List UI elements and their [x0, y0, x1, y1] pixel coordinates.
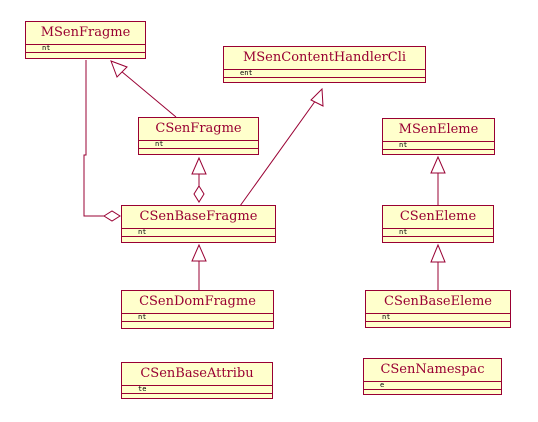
inheritance-arrowhead-handler	[310, 87, 324, 107]
class-csenbaseelem[interactable]: CSenBaseEleme nt	[365, 290, 511, 328]
class-name: CSenEleme	[383, 206, 493, 229]
class-name: CSenNamespac	[364, 359, 501, 382]
inheritance-arrowhead-msenfragme	[110, 60, 128, 78]
class-csenbasefragme[interactable]: CSenBaseFragme nt	[121, 205, 276, 243]
aggregation-diamond-center	[193, 185, 205, 203]
class-name: CSenBaseAttribu	[122, 363, 272, 386]
aggregation-msenfragme-csenbasefragme	[83, 60, 104, 217]
class-attributes: nt	[366, 314, 510, 322]
class-attributes: nt	[122, 314, 273, 322]
class-name: CSenFragme	[139, 118, 258, 141]
inheritance-csenfragme-to-msenfragme	[120, 70, 177, 118]
class-name: CSenBaseEleme	[366, 291, 510, 314]
inheritance-arrowhead-csenbasefragme	[191, 243, 207, 262]
class-operations	[26, 53, 145, 57]
inheritance-arrowhead-csenelem	[430, 243, 446, 263]
class-attributes: nt	[383, 142, 494, 150]
class-operations	[366, 322, 510, 326]
class-operations	[383, 237, 493, 241]
class-csendomfragme[interactable]: CSenDomFragme nt	[121, 290, 274, 329]
class-attributes: nt	[122, 229, 275, 237]
class-name: CSenDomFragme	[122, 291, 273, 314]
class-attributes: e	[364, 382, 501, 390]
class-attributes: te	[122, 386, 272, 394]
class-operations	[122, 237, 275, 241]
class-attributes: ent	[224, 70, 425, 78]
class-csennamespac[interactable]: CSenNamespac e	[363, 358, 502, 395]
class-operations	[364, 390, 501, 394]
class-attributes: nt	[383, 229, 493, 237]
class-msencontenthandlercli[interactable]: MSenContentHandlerCli ent	[223, 46, 426, 83]
class-csenelem[interactable]: CSenEleme nt	[382, 205, 494, 243]
aggregation-diamond-left	[103, 210, 121, 222]
class-name: MSenFragme	[26, 22, 145, 45]
class-msenfragme[interactable]: MSenFragme nt	[25, 21, 146, 59]
inheritance-arrowhead-msenelem	[430, 155, 446, 174]
class-csenfragme[interactable]: CSenFragme nt	[138, 117, 259, 155]
class-name: MSenContentHandlerCli	[224, 47, 425, 70]
class-operations	[122, 322, 273, 326]
class-csenbaseattribu[interactable]: CSenBaseAttribu te	[121, 362, 273, 399]
class-name: CSenBaseFragme	[122, 206, 275, 229]
class-operations	[122, 394, 272, 398]
class-attributes: nt	[139, 141, 258, 149]
class-operations	[139, 149, 258, 153]
class-operations	[383, 150, 494, 154]
class-attributes: nt	[26, 45, 145, 53]
inheritance-csenbasefragme-to-handler	[239, 99, 317, 207]
inheritance-arrowhead-csenfragme	[191, 156, 207, 175]
class-operations	[224, 78, 425, 82]
class-name: MSenEleme	[383, 119, 494, 142]
class-msenelem[interactable]: MSenEleme nt	[382, 118, 495, 155]
